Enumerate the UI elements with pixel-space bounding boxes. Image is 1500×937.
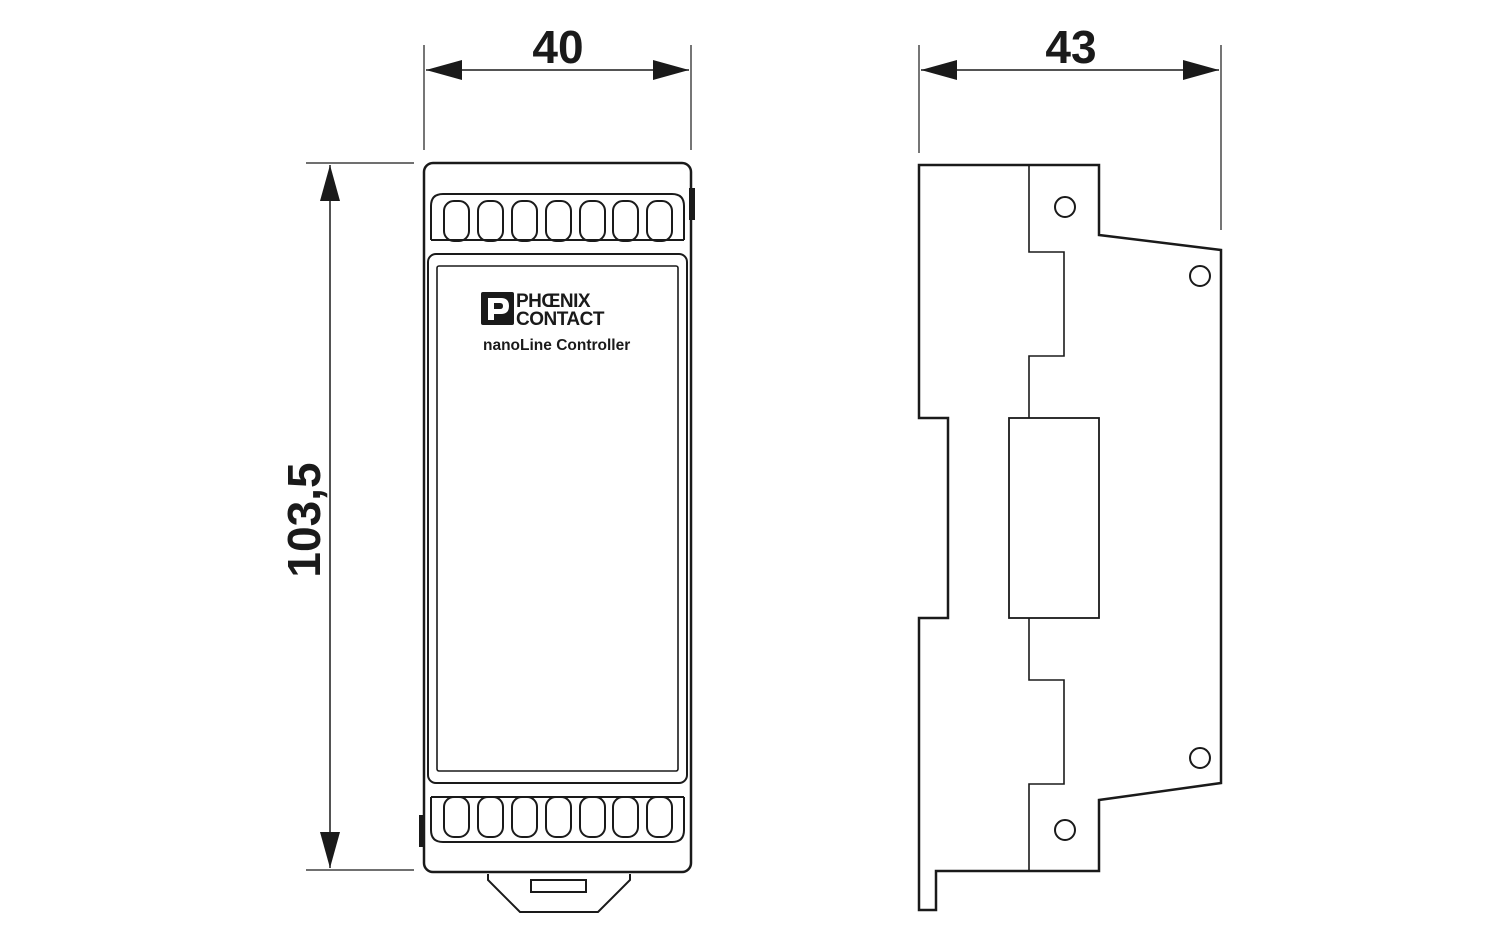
height-dimension: 103,5 [278,162,414,871]
side-housing-outline [917,163,1223,912]
terminal-screw-icon [579,796,606,838]
bottom-terminal-block [430,797,685,843]
terminal-screw-icon [511,796,538,838]
terminal-screw-icon [511,200,538,242]
depth-arrow-right [1183,60,1219,80]
front-cover-outer [427,253,688,784]
terminal-screw-icon [477,200,504,242]
terminal-screw-icon [612,796,639,838]
terminal-screw-icon [443,796,470,838]
height-arrow-top [320,165,340,201]
side-clip-body [1008,417,1100,619]
terminal-screw-icon [646,200,673,242]
mounting-hole-icon [1189,747,1211,769]
front-cover-label-area [436,265,679,772]
terminal-screw-icon [579,200,606,242]
din-rail-latch [487,874,631,913]
front-side-clip-top [689,188,695,220]
side-rail-recess [1028,165,1065,871]
width-dimension-label: 40 [532,21,583,73]
terminal-screw-icon [477,796,504,838]
front-housing-outline [422,161,693,874]
terminal-screw-icon [646,796,673,838]
front-view: PHŒNIX CONTACT nanoLine Controller [419,161,695,913]
front-side-clip-bottom [419,815,425,847]
latch-slot [530,879,587,893]
mounting-hole-icon [1054,819,1076,841]
depth-dimension-label: 43 [1045,21,1096,73]
terminal-screw-icon [545,200,572,242]
depth-dimension: 43 [918,21,1222,230]
terminal-screw-icon [612,200,639,242]
top-terminal-block [430,193,685,240]
product-name: nanoLine Controller [483,337,630,354]
brand-line-2: CONTACT [516,309,605,330]
height-arrow-bottom [320,832,340,868]
height-dimension-label: 103,5 [278,462,330,577]
brand-line-1: PHŒNIX [516,291,591,312]
phoenix-contact-logo: PHŒNIX CONTACT [481,291,605,330]
width-arrow-right [653,60,689,80]
terminal-screw-icon [443,200,470,242]
terminal-screw-icon [545,796,572,838]
width-arrow-left [426,60,462,80]
top-terminals [443,200,673,242]
bottom-terminals [443,796,673,838]
width-dimension: 40 [423,21,692,150]
mounting-hole-icon [1054,196,1076,218]
mounting-hole-icon [1189,265,1211,287]
side-view [917,163,1223,912]
depth-arrow-left [921,60,957,80]
